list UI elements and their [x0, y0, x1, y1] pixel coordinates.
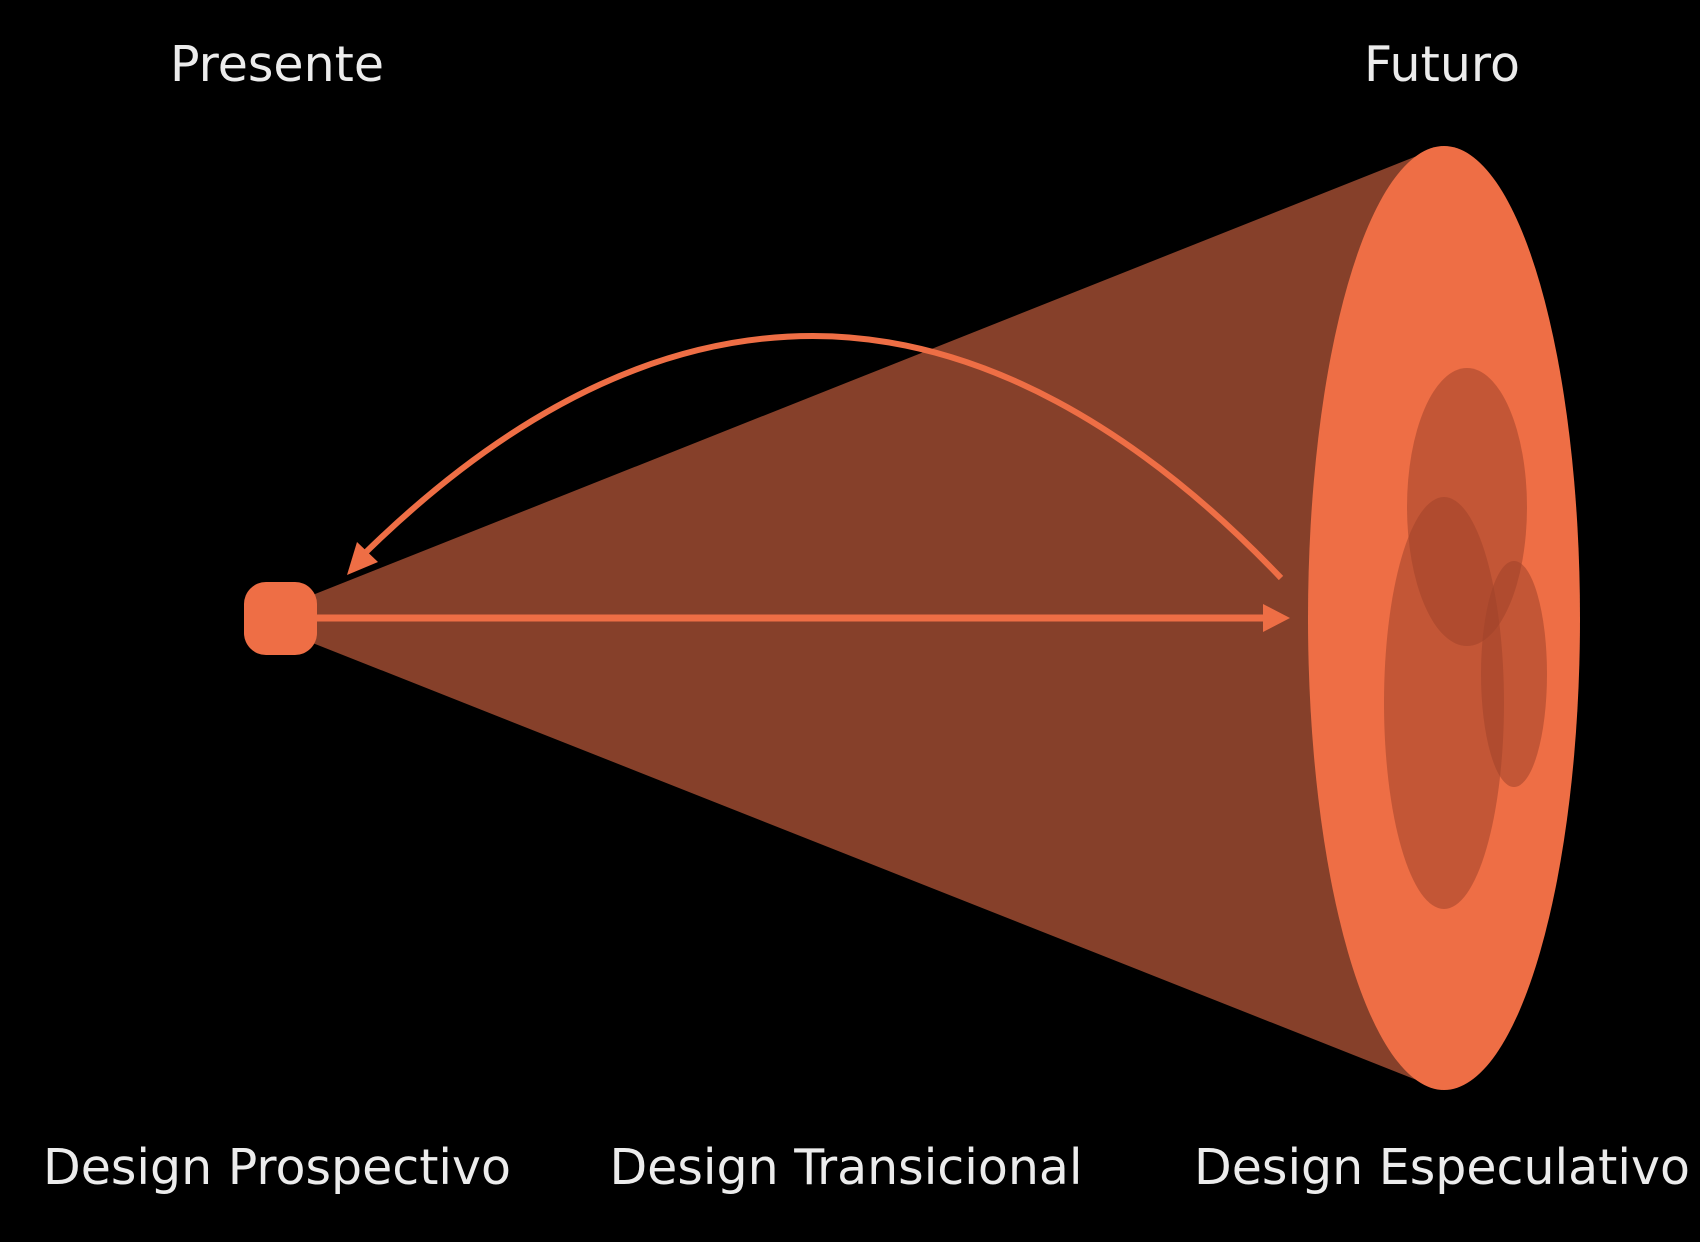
- future-to-present-arrow: [359, 332, 1284, 581]
- present-to-future-arrowhead: [1263, 604, 1290, 632]
- speculative-design-label: Design Especulativo: [1194, 1139, 1690, 1196]
- future-label: Futuro: [1364, 36, 1520, 93]
- scenario-ellipse-2: [1384, 497, 1504, 909]
- scenario-ellipse-3: [1481, 561, 1547, 787]
- present-node: [244, 582, 317, 655]
- present-label: Presente: [170, 36, 384, 93]
- prospective-design-label: Design Prospectivo: [42, 1139, 512, 1196]
- transitional-design-label: Design Transicional: [609, 1139, 1083, 1196]
- future-to-present-arrowhead: [347, 542, 378, 575]
